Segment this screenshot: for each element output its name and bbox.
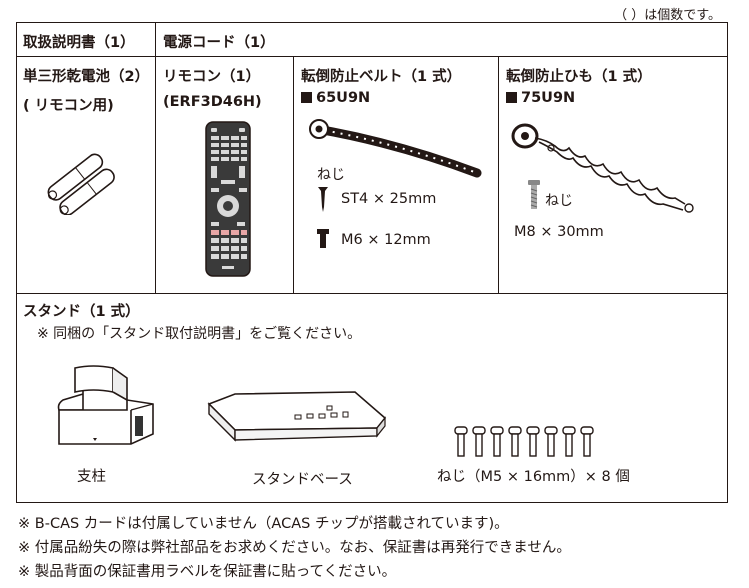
col-divider xyxy=(498,56,499,293)
row-divider xyxy=(17,56,727,57)
square-bullet-icon xyxy=(301,92,312,103)
accessory-table: 取扱説明書（1） 電源コード（1） 単三形乾電池（2） ( リモコン用) リモコ… xyxy=(16,22,728,503)
row-divider xyxy=(17,293,727,294)
stand-title: スタンド（1 式） xyxy=(23,304,140,320)
string-screw: M8 × 30mm xyxy=(514,224,604,240)
belt-strap-icon xyxy=(309,119,482,178)
belt-title: 転倒防止ベルト（1 式） xyxy=(301,69,462,85)
tie-string-icon xyxy=(511,123,694,213)
string-title: 転倒防止ひも（1 式） xyxy=(506,69,652,85)
string-screw-label: ねじ xyxy=(545,193,573,209)
battery-icon xyxy=(47,153,115,215)
base-label: スタンドベース xyxy=(252,472,353,488)
square-bullet-icon xyxy=(506,92,517,103)
col-divider xyxy=(155,23,156,293)
battery-title: 単三形乾電池（2） xyxy=(23,69,150,85)
footer-note-1: ※ B-CAS カードは付属していません（ACAS チップが搭載されています)。 xyxy=(18,516,509,532)
stand-note: ※ 同梱の「スタンド取付説明書」をご覧ください。 xyxy=(37,326,362,342)
stand-screws-label: ねじ（M5 × 16mm）× 8 個 xyxy=(437,469,630,485)
belt-model: 65U9N xyxy=(301,90,370,106)
battery-subtitle: ( リモコン用) xyxy=(23,98,114,114)
remote-control-icon xyxy=(205,121,251,277)
footer-note-3: ※ 製品背面の保証書用ラベルを保証書に貼ってください。 xyxy=(18,564,397,580)
bolt-icon xyxy=(528,180,540,209)
remote-model: (ERF3D46H) xyxy=(163,94,262,110)
col-divider xyxy=(293,56,294,293)
footer-note-2: ※ 付属品紛失の際は弊社部品をお求めください。なお、保証書は再発行できません。 xyxy=(18,540,571,556)
wood-screw-icon xyxy=(318,187,328,212)
stand-screws-icon xyxy=(454,426,594,457)
machine-screw-icon xyxy=(317,229,329,248)
power-cord-label: 電源コード（1） xyxy=(163,35,275,51)
stand-pillar-icon xyxy=(57,365,154,445)
top-note: （ ）は個数です。 xyxy=(614,8,721,23)
belt-screw-1: ST4 × 25mm xyxy=(341,191,437,207)
belt-screw-label: ねじ xyxy=(317,167,345,183)
manual-label: 取扱説明書（1） xyxy=(23,35,135,51)
stand-base-icon xyxy=(207,391,387,442)
belt-screw-2: M6 × 12mm xyxy=(341,232,431,248)
pillar-label: 支柱 xyxy=(77,469,106,485)
string-model: 75U9N xyxy=(506,90,575,106)
remote-title: リモコン（1） xyxy=(163,69,261,85)
